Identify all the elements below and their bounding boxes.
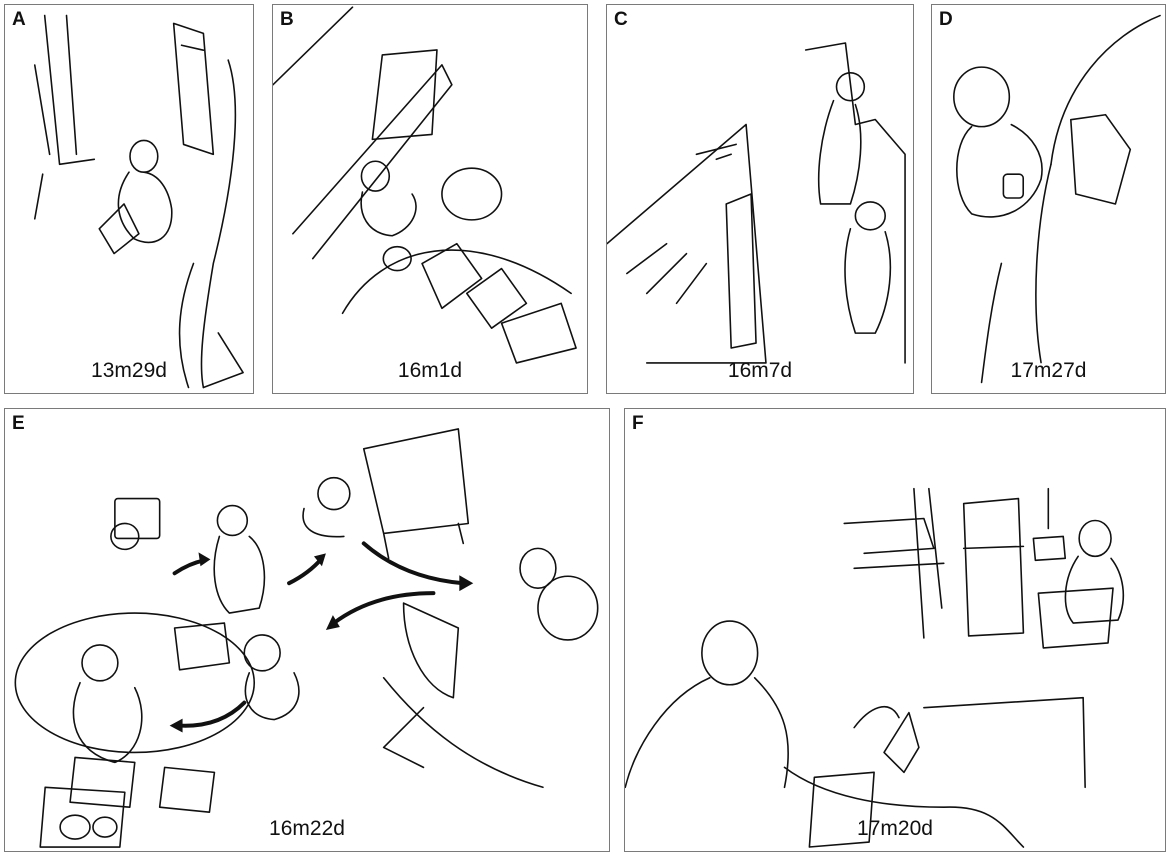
illustration-a bbox=[33, 14, 244, 389]
panel-letter-f: F bbox=[632, 413, 644, 434]
age-label-a: 13m29d bbox=[91, 359, 167, 382]
illustration-b bbox=[273, 6, 577, 364]
illustration-e bbox=[14, 428, 599, 848]
panel-letter-d: D bbox=[939, 9, 953, 30]
panel-a: A 13m29d bbox=[4, 4, 254, 394]
panel-b: B 16m1d bbox=[272, 4, 588, 394]
age-label-f: 17m20d bbox=[857, 817, 933, 840]
panel-letter-e: E bbox=[12, 413, 25, 434]
panel-f: F 17m20d bbox=[624, 408, 1166, 852]
age-label-e: 16m22d bbox=[269, 817, 345, 840]
age-label-b: 16m1d bbox=[397, 359, 463, 382]
age-label-d: 17m27d bbox=[1010, 359, 1087, 382]
illustration-f bbox=[625, 487, 1125, 848]
age-label-c: 16m7d bbox=[727, 359, 793, 382]
panel-letter-a: A bbox=[12, 9, 26, 30]
panel-c: C 16m7d bbox=[606, 4, 914, 394]
illustration-d bbox=[953, 14, 1161, 384]
panel-e: E 16m22d bbox=[4, 408, 610, 852]
panel-letter-c: C bbox=[614, 9, 628, 30]
panel-letter-b: B bbox=[280, 9, 294, 30]
panel-d: D 17m27d bbox=[931, 4, 1166, 394]
illustration-c bbox=[607, 42, 906, 364]
